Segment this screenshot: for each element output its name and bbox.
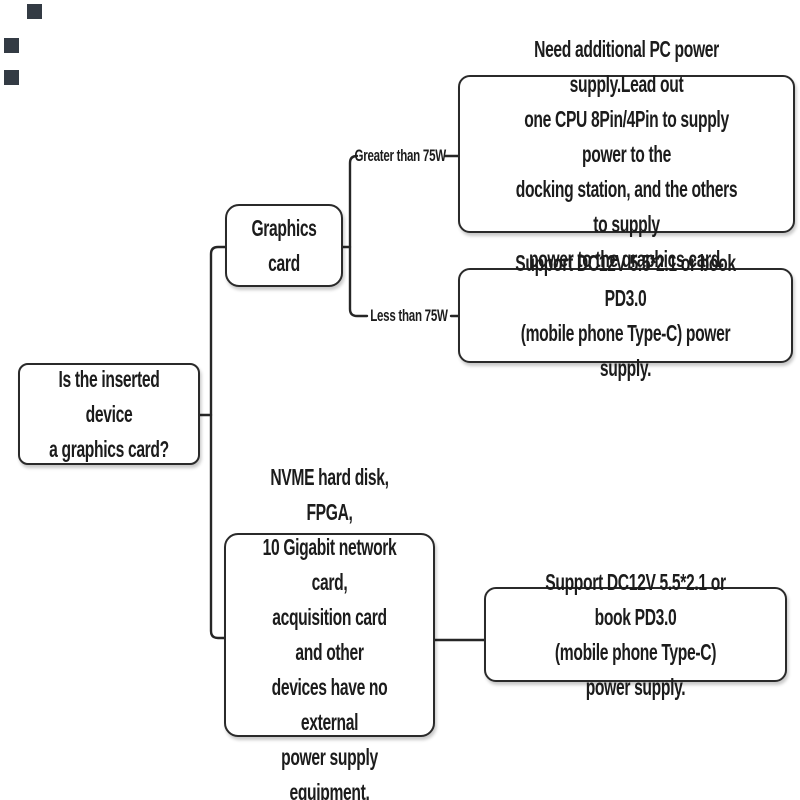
outcome-less-text: Support DC12V 5.5*2.1 or book PD3.0 (mob… [515,249,736,381]
branch-label-greater-text: Greater than 75W [354,146,446,165]
outcome-greater-text: Need additional PC power supply.Lead out… [515,35,738,272]
connector-trunk [209,245,227,640]
outcome-other-text: Support DC12V 5.5*2.1 or book PD3.0 (mob… [545,568,726,700]
root-question-text: Is the inserted device a graphics card? [49,365,169,462]
corner-decoration-square-3 [4,70,19,85]
graphics-card-box: Graphics card [225,204,343,287]
outcome-box-greater-75w: Need additional PC power supply.Lead out… [458,36,795,272]
graphics-card-text: Graphics card [251,214,317,276]
outcome-box-less-75w: Support DC12V 5.5*2.1 or book PD3.0 (mob… [458,250,793,381]
root-question-box: Is the inserted device a graphics card? [18,363,200,465]
branch-label-less-than-75w: Less than 75W [357,303,461,329]
corner-decoration-square-1 [27,4,42,19]
connector-branch [348,154,369,318]
corner-decoration-square-2 [4,38,19,53]
other-devices-box: NVME hard disk, FPGA, 10 Gigabit network… [224,464,435,800]
other-devices-text: NVME hard disk, FPGA, 10 Gigabit network… [262,464,397,800]
branch-label-greater-than-75w: Greater than 75W [348,143,452,169]
outcome-box-other-devices: Support DC12V 5.5*2.1 or book PD3.0 (mob… [484,569,787,700]
branch-label-less-text: Less than 75W [370,306,448,325]
